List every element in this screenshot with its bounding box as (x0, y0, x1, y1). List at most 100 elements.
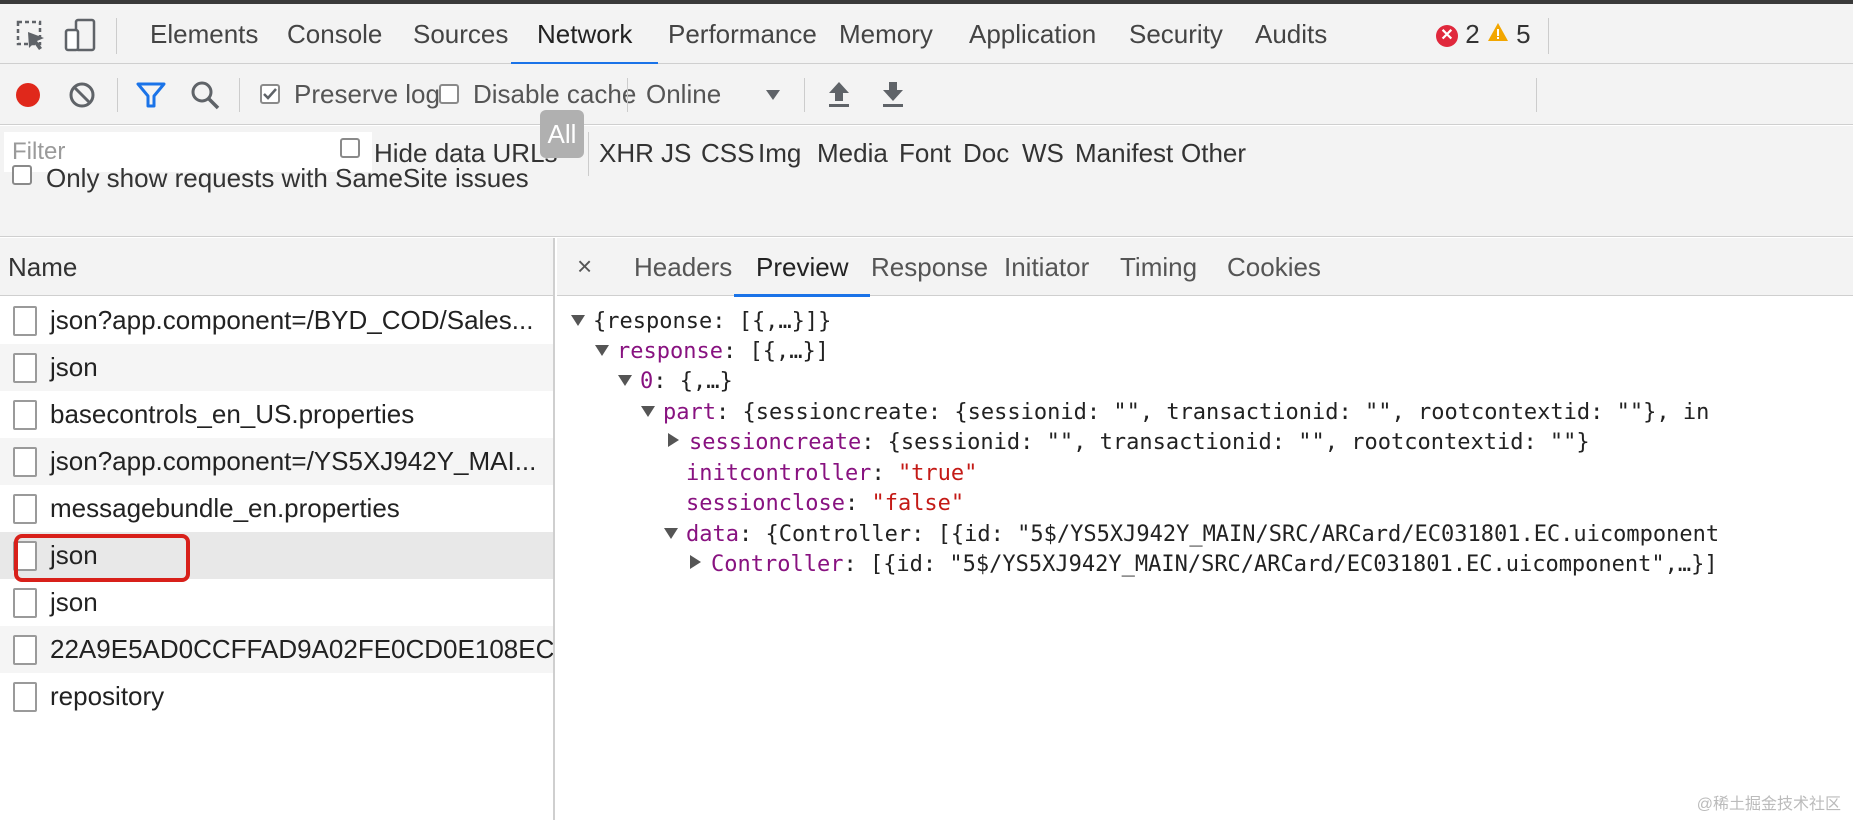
export-har-icon[interactable] (881, 80, 905, 108)
tree-node-index-0[interactable]: 0: {,…} (618, 367, 733, 397)
collapse-triangle-icon[interactable] (618, 375, 632, 386)
request-rows: json?app.component=/BYD_COD/Sales... jso… (0, 297, 553, 720)
toolbar-separator (627, 78, 628, 112)
type-filter-js[interactable]: JS (661, 138, 692, 168)
request-name: 22A9E5AD0CCFFAD9A02FE0CD0E108EC... (50, 634, 553, 664)
request-row[interactable]: json (0, 579, 553, 626)
file-icon (13, 682, 37, 712)
file-icon (13, 447, 37, 477)
detail-tab-cookies[interactable]: Cookies (1227, 252, 1321, 282)
toolbar-separator (239, 78, 240, 112)
request-row[interactable]: 22A9E5AD0CCFFAD9A02FE0CD0E108EC... (0, 626, 553, 673)
type-filter-css[interactable]: CSS (701, 138, 755, 168)
tree-node-initcontroller: initcontroller: "true" (686, 461, 978, 486)
chevron-down-icon[interactable] (765, 89, 781, 101)
collapse-triangle-icon[interactable] (664, 528, 678, 539)
tab-console[interactable]: Console (287, 19, 383, 49)
request-row[interactable]: repository (0, 673, 553, 720)
request-row[interactable]: json?app.component=/YS5XJ942Y_MAI... (0, 438, 553, 485)
tab-memory[interactable]: Memory (839, 19, 933, 49)
inspect-element-icon[interactable] (14, 18, 50, 54)
tab-elements[interactable]: Elements (150, 19, 259, 49)
request-row[interactable]: json (0, 344, 553, 391)
disable-cache-label[interactable]: Disable cache (473, 79, 637, 109)
file-icon (13, 353, 37, 383)
import-har-icon[interactable] (827, 80, 851, 108)
clear-icon[interactable] (68, 81, 96, 109)
tree-node-response[interactable]: response: [{,…}] (595, 337, 829, 367)
error-count: 2 (1465, 19, 1480, 49)
tab-audits[interactable]: Audits (1255, 19, 1328, 49)
request-row[interactable]: messagebundle_en.properties (0, 485, 553, 532)
tab-network[interactable]: Network (510, 4, 659, 65)
warning-icon (1487, 23, 1508, 41)
type-filter-all[interactable]: All (540, 110, 584, 158)
name-column-header[interactable]: Name (0, 238, 553, 296)
toolbar-separator (804, 78, 805, 112)
detail-tab-initiator[interactable]: Initiator (1004, 252, 1090, 282)
tree-node-controller[interactable]: Controller: [{id: "5$/YS5XJ942Y_MAIN/SRC… (688, 550, 1718, 580)
type-filter-font[interactable]: Font (899, 138, 952, 168)
samesite-checkbox[interactable] (12, 165, 32, 185)
filter-bar: Hide data URLs All XHR JS CSS Img Media … (0, 110, 1853, 237)
request-detail-panel: × Headers Preview Response Initiator Tim… (557, 238, 1853, 820)
detail-tab-preview[interactable]: Preview (733, 238, 872, 297)
error-icon: ✕ (1436, 25, 1458, 47)
detail-tab-timing[interactable]: Timing (1120, 252, 1198, 282)
type-filter-doc[interactable]: Doc (963, 138, 1010, 168)
disable-cache-checkbox[interactable] (439, 84, 459, 104)
hide-data-urls-checkbox[interactable] (340, 138, 360, 158)
json-preview-tree: {response: [{,…}]} response: [{,…}] 0: {… (557, 297, 1853, 820)
request-name: basecontrols_en_US.properties (50, 399, 415, 429)
file-icon (13, 400, 37, 430)
tree-node-data[interactable]: data: {Controller: [{id: "5$/YS5XJ942Y_M… (664, 520, 1719, 550)
type-filter-ws[interactable]: WS (1022, 138, 1064, 168)
close-icon[interactable]: × (577, 251, 593, 281)
hide-data-urls-label[interactable]: Hide data URLs (374, 138, 558, 168)
filter-input[interactable] (4, 132, 372, 172)
expand-triangle-icon[interactable] (668, 433, 679, 447)
preserve-log-label[interactable]: Preserve log (294, 79, 440, 109)
collapse-triangle-icon[interactable] (571, 315, 585, 326)
tree-node-part[interactable]: part: {sessioncreate: {sessionid: "", tr… (641, 398, 1709, 428)
request-row[interactable]: json?app.component=/BYD_COD/Sales... (0, 297, 553, 344)
expand-triangle-icon[interactable] (690, 555, 701, 569)
file-icon (13, 588, 37, 618)
request-name: json (50, 587, 98, 617)
tab-security[interactable]: Security (1129, 19, 1223, 49)
search-icon[interactable] (190, 80, 220, 110)
type-filter-xhr[interactable]: XHR (599, 138, 654, 168)
type-filter-media[interactable]: Media (817, 138, 888, 168)
preserve-log-checkbox[interactable] (260, 84, 280, 104)
collapse-triangle-icon[interactable] (595, 345, 609, 356)
filter-icon[interactable] (136, 81, 166, 109)
collapse-triangle-icon[interactable] (641, 406, 655, 417)
request-row[interactable]: basecontrols_en_US.properties (0, 391, 553, 438)
watermark: @稀土掘金技术社区 (1696, 796, 1841, 813)
request-name: json?app.component=/BYD_COD/Sales... (50, 305, 534, 335)
tab-sources[interactable]: Sources (413, 19, 509, 49)
tree-node-sessioncreate[interactable]: sessioncreate: {sessionid: "", transacti… (666, 428, 1590, 458)
detail-tab-bar: × Headers Preview Response Initiator Tim… (557, 238, 1853, 297)
samesite-label[interactable]: Only show requests with SameSite issues (46, 163, 529, 193)
device-toolbar-icon[interactable] (62, 18, 98, 54)
record-icon[interactable] (14, 81, 42, 109)
request-list: Name json?app.component=/BYD_COD/Sales..… (0, 238, 555, 820)
file-icon (13, 306, 37, 336)
type-filter-manifest[interactable]: Manifest (1075, 138, 1174, 168)
request-name: messagebundle_en.properties (50, 493, 400, 523)
devtools-tab-bar: Elements Console Sources Network Perform… (0, 4, 1853, 65)
tab-performance[interactable]: Performance (668, 19, 817, 49)
detail-tab-headers[interactable]: Headers (634, 252, 733, 282)
tab-separator (116, 18, 117, 54)
type-filter-other[interactable]: Other (1181, 138, 1247, 168)
warning-count: 5 (1516, 19, 1531, 49)
request-name: json?app.component=/YS5XJ942Y_MAI... (50, 446, 537, 476)
tree-node-root[interactable]: {response: [{,…}]} (571, 307, 831, 337)
detail-tab-response[interactable]: Response (871, 252, 989, 282)
tab-application[interactable]: Application (969, 19, 1097, 49)
type-filter-img[interactable]: Img (758, 138, 802, 168)
error-warning-counts[interactable]: ✕ 2 5 (1436, 4, 1531, 64)
request-row-selected[interactable]: json (0, 532, 553, 579)
throttling-select[interactable]: Online (646, 79, 722, 109)
